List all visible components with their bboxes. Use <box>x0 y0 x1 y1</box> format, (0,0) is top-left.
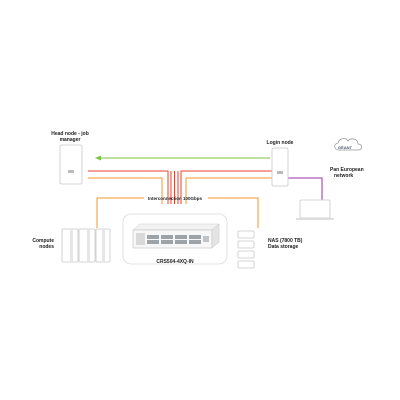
red-link-head <box>88 170 169 204</box>
switch-model-label: CRS504-4XQ-IN <box>130 259 220 265</box>
compute-nodes-label-line2: nodes <box>39 244 54 250</box>
switch-device <box>132 223 220 249</box>
cloud-label: GÉANT <box>338 145 352 151</box>
login-node-label-text: Login node <box>266 140 294 146</box>
interconnect-label: Interconnection 100Gbps <box>130 196 220 202</box>
nas-label-line2: Data storage <box>268 244 299 250</box>
purple-link-workstation <box>286 177 323 200</box>
interconnect-label-text: Interconnection 100Gbps <box>147 196 202 201</box>
compute-nodes-rack <box>61 228 111 263</box>
switch-model-label-text: CRS504-4XQ-IN <box>156 259 194 265</box>
orange-link-nas <box>208 197 259 228</box>
cloud-label-text: GÉANT <box>338 145 352 150</box>
network-label-line1: Pan European <box>330 167 364 173</box>
compute-nodes-label: Compute nodes <box>10 238 54 250</box>
compute-nodes-label-line1: Compute <box>32 238 54 244</box>
nas-storage <box>237 230 255 269</box>
nas-label: NAS (7800 TB) Data storage <box>268 238 302 250</box>
head-node-label-line2: manager <box>59 137 81 143</box>
workstation-icon <box>296 199 334 220</box>
green-link-arrowhead <box>95 155 101 161</box>
red-link-login <box>180 170 272 204</box>
cloud-icon <box>334 138 363 151</box>
head-node-label: Head node - job manager <box>38 131 102 143</box>
login-node-label: Login node <box>256 140 304 146</box>
head-node-server <box>59 144 83 185</box>
login-node-server <box>271 147 289 187</box>
orange-link-login <box>185 177 272 204</box>
orange-link-compute <box>96 197 144 228</box>
network-label-line2: network <box>334 173 354 179</box>
network-label: Pan European network <box>330 167 364 179</box>
head-node-label-line1: Head node - job <box>51 131 89 137</box>
orange-link-head <box>88 177 163 204</box>
nas-label-line1: NAS (7800 TB) <box>268 238 303 244</box>
